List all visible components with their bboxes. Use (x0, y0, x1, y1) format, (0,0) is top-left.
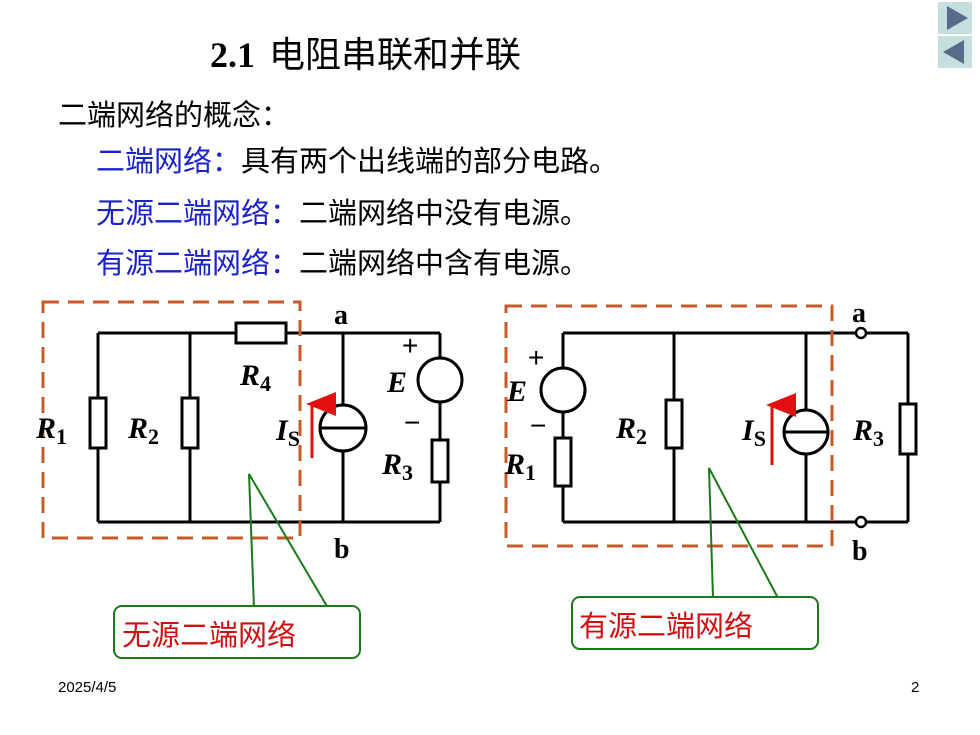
right-circuit (539, 326, 918, 529)
label-plus-right: + (528, 342, 544, 373)
triangle-left-icon (943, 40, 964, 64)
node-a-label: a (334, 300, 348, 331)
label-r2: R2 (127, 412, 159, 449)
dashed-boundary-right (504, 304, 834, 548)
label-r2-right: R2 (615, 412, 647, 449)
resistor-r3-right (898, 402, 918, 456)
label-minus-right: − (530, 410, 546, 441)
voltage-source-e-right (539, 366, 587, 414)
label-r1-right: R1 (504, 448, 536, 485)
left-circuit (88, 321, 464, 524)
definition-3: 有源二端网络：二端网络中含有电源。 (96, 240, 589, 282)
triangle-right-icon (947, 6, 968, 30)
label-is: IS (275, 414, 300, 451)
definition-desc: 二端网络中没有电源。 (299, 196, 590, 230)
label-r3-right: R3 (852, 414, 884, 451)
node-a-label-right: a (852, 298, 866, 329)
callout-box-right (571, 596, 819, 650)
definition-2: 无源二端网络：二端网络中没有电源。 (96, 190, 589, 232)
dashed-boundary-left (41, 300, 302, 540)
definition-term: 二端网络： (96, 144, 242, 178)
node-b-label: b (334, 534, 350, 565)
title-number: 2.1 (210, 35, 255, 75)
prev-slide-button[interactable] (938, 36, 972, 68)
label-minus: − (404, 407, 420, 438)
resistor-r2 (180, 396, 200, 450)
label-is-right: IS (741, 414, 766, 451)
label-r3: R3 (381, 448, 413, 485)
definition-1: 二端网络：具有两个出线端的部分电路。 (96, 138, 618, 180)
resistor-r1-right (553, 436, 573, 488)
callout-label-left: 无源二端网络 (122, 618, 296, 652)
footer-page-number: 2 (911, 679, 920, 696)
node-b-label-right: b (852, 536, 868, 567)
resistor-r3 (430, 438, 450, 484)
definition-desc: 二端网络中含有电源。 (299, 246, 590, 280)
definition-term: 无源二端网络： (96, 196, 300, 230)
section-heading: 二端网络的概念： (58, 98, 291, 132)
label-e-right: E (506, 375, 527, 408)
title-text: 电阻串联和并联 (269, 35, 522, 76)
resistor-r4 (234, 321, 288, 345)
definition-desc: 具有两个出线端的部分电路。 (241, 144, 619, 178)
definition-term: 有源二端网络： (96, 246, 300, 280)
callout-pointer-left (248, 473, 329, 609)
label-e: E (386, 366, 407, 399)
slide-title: 2.1 电阻串联和并联 (210, 26, 521, 78)
callout-box-left (113, 605, 361, 659)
callout-pointer-right (708, 467, 779, 599)
label-plus: + (402, 330, 418, 361)
label-r1: R1 (35, 412, 67, 449)
resistor-r2-right (664, 398, 684, 450)
footer-date: 2025/4/5 (58, 679, 117, 696)
resistor-r1 (88, 396, 108, 450)
terminal-b (854, 515, 868, 529)
callout-label-right: 有源二端网络 (579, 609, 753, 643)
next-slide-button[interactable] (938, 2, 972, 34)
label-r4: R4 (239, 359, 271, 396)
voltage-source-e (416, 356, 464, 404)
terminal-a (854, 326, 868, 340)
